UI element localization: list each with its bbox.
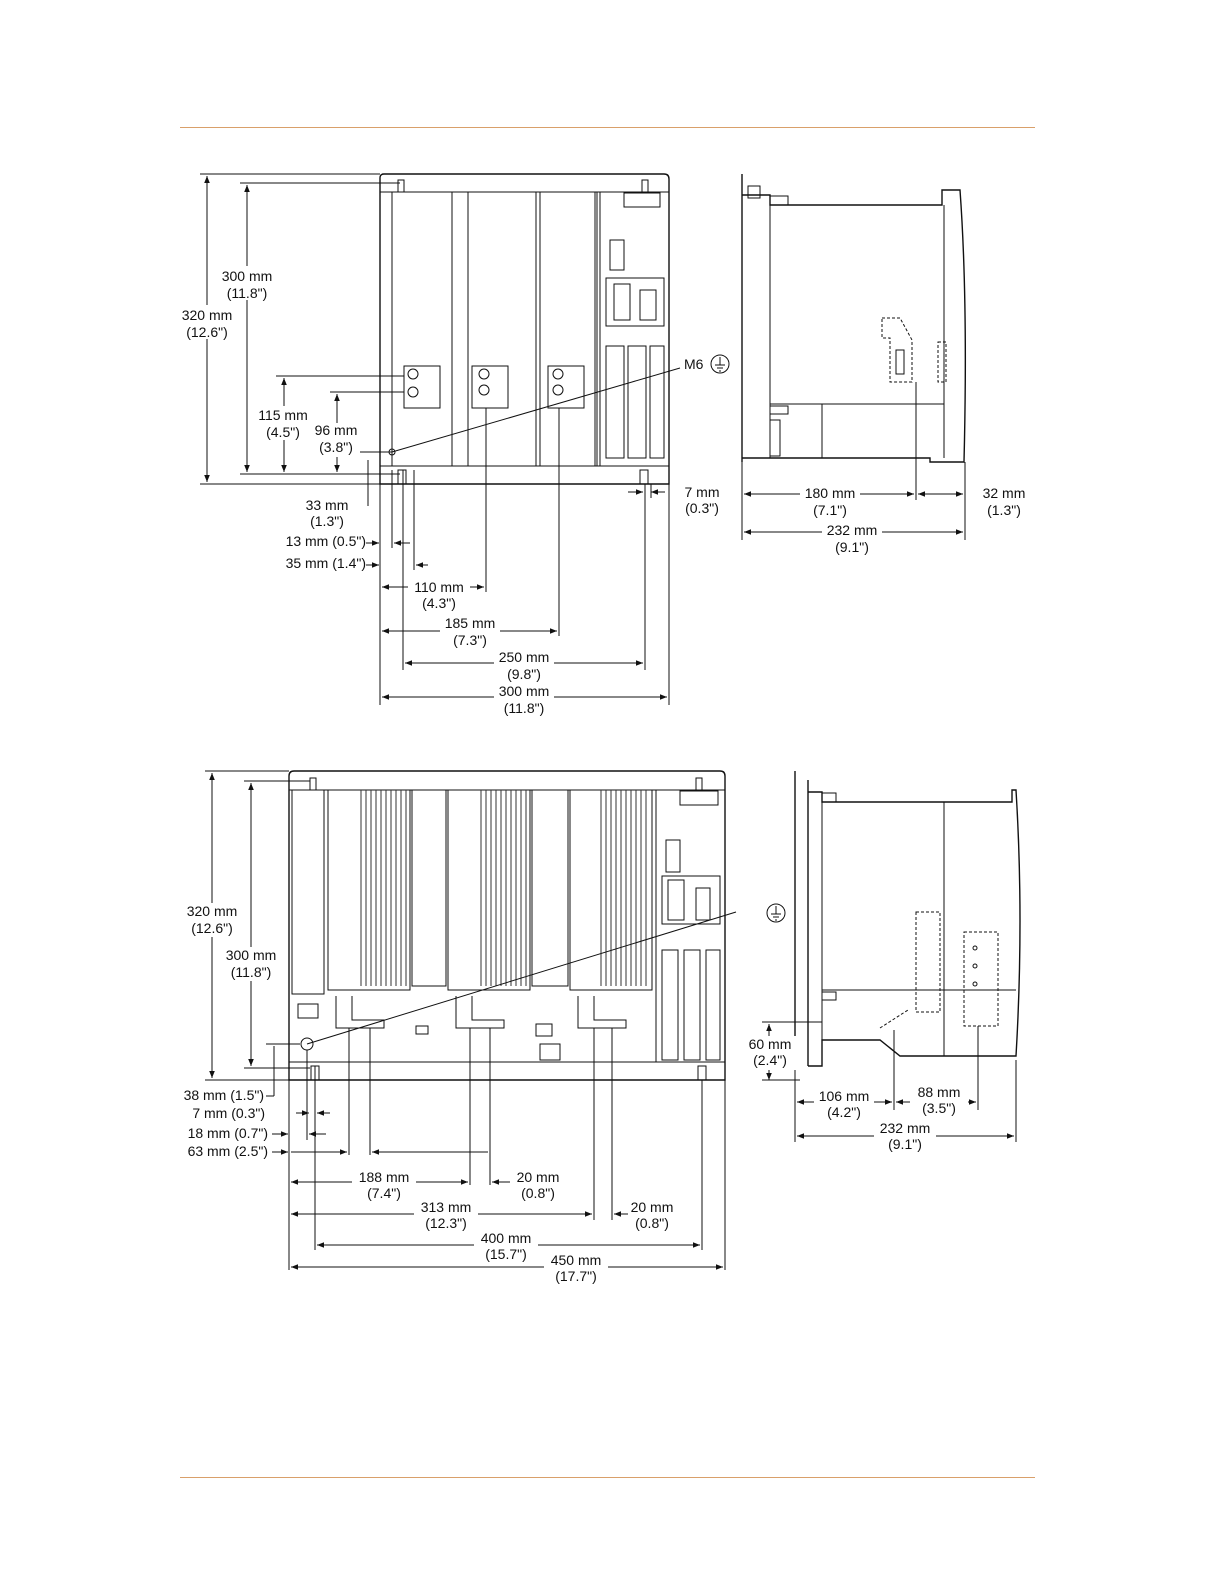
dim-20a-in: (0.8") — [521, 1185, 555, 1201]
dim-188-in: (7.4") — [367, 1185, 401, 1201]
dim-450-in: (17.7") — [555, 1268, 597, 1284]
dim-232-bottom: 232 mm — [880, 1120, 931, 1136]
dim-106-in: (4.2") — [827, 1104, 861, 1120]
header-rule — [180, 127, 1035, 128]
dim-250-in: (9.8") — [507, 666, 541, 682]
dim-300-top: 300 mm — [222, 268, 273, 284]
dim-33-in: (1.3") — [310, 513, 344, 529]
dim-313: 313 mm — [421, 1199, 472, 1215]
bottom-side-view — [794, 771, 1021, 1070]
dim-13: 13 mm (0.5") — [286, 533, 366, 549]
dim-180-in: (7.1") — [813, 502, 847, 518]
dim-110: 110 mm — [414, 579, 464, 595]
dim-96-in: (3.8") — [319, 439, 353, 455]
dim-7-top: 7 mm — [685, 484, 720, 500]
dim-320-top: 320 mm — [182, 307, 233, 323]
dim-450: 450 mm — [551, 1252, 602, 1268]
bottom-side-dimensions: 60 mm (2.4") 106 mm (4.2") 88 mm (3.5") … — [744, 1021, 1017, 1154]
dim-7-top-in: (0.3") — [685, 500, 719, 516]
dim-300-bottom-in: (11.8") — [231, 964, 272, 980]
dim-232-top: 232 mm — [827, 522, 878, 538]
dim-320-bottom-in: (12.6") — [191, 920, 233, 936]
ground-icon — [710, 354, 730, 374]
dim-88: 88 mm — [918, 1084, 961, 1100]
dim-33: 33 mm — [306, 497, 349, 513]
ground-icon — [766, 903, 786, 923]
dim-188: 188 mm — [359, 1169, 410, 1185]
dim-115-in: (4.5") — [266, 424, 300, 440]
dim-20b: 20 mm — [631, 1199, 674, 1215]
dim-63: 63 mm (2.5") — [188, 1143, 268, 1159]
top-front-view — [379, 173, 681, 485]
footer-rule — [180, 1477, 1035, 1478]
dim-232-top-in: (9.1") — [835, 539, 869, 555]
bottom-front-view — [288, 770, 786, 1081]
dim-106: 106 mm — [819, 1088, 870, 1104]
dim-18: 18 mm (0.7") — [188, 1125, 268, 1141]
dim-20b-in: (0.8") — [635, 1215, 669, 1231]
dim-115: 115 mm — [258, 407, 308, 423]
dim-300-width: 300 mm — [499, 683, 550, 699]
dim-400: 400 mm — [481, 1230, 532, 1246]
dim-185: 185 mm — [445, 615, 496, 631]
dim-32-in: (1.3") — [987, 502, 1021, 518]
dim-185-in: (7.3") — [453, 632, 487, 648]
dim-88-in: (3.5") — [922, 1100, 956, 1116]
dim-232-bottom-in: (9.1") — [888, 1136, 922, 1152]
dim-32: 32 mm — [983, 485, 1026, 501]
dim-300-top-in: (11.8") — [227, 285, 268, 301]
bottom-front-dimensions: 320 mm (12.6") 300 mm (11.8") 38 mm (1.5… — [182, 770, 726, 1286]
dim-38: 38 mm (1.5") — [184, 1087, 264, 1103]
dim-313-in: (12.3") — [425, 1215, 467, 1231]
dim-250: 250 mm — [499, 649, 550, 665]
ground-label-m6: M6 — [684, 356, 704, 372]
dim-180: 180 mm — [805, 485, 856, 501]
dim-7-bottom: 7 mm (0.3") — [192, 1105, 265, 1121]
dim-20a: 20 mm — [517, 1169, 560, 1185]
dim-300-width-in: (11.8") — [504, 700, 545, 716]
dim-320-bottom: 320 mm — [187, 903, 238, 919]
dim-60-in: (2.4") — [753, 1052, 787, 1068]
top-side-dimensions: 180 mm (7.1") 32 mm (1.3") 232 mm (9.1") — [741, 382, 1026, 556]
top-front-dimensions: 320 mm (12.6") 300 mm (11.8") 115 mm (4.… — [178, 173, 730, 718]
top-side-view — [741, 174, 967, 463]
dim-300-bottom: 300 mm — [226, 947, 277, 963]
dim-400-in: (15.7") — [485, 1246, 527, 1262]
dim-60: 60 mm — [749, 1036, 792, 1052]
dim-110-in: (4.3") — [422, 595, 456, 611]
dim-96: 96 mm — [315, 422, 358, 438]
dim-35: 35 mm (1.4") — [286, 555, 366, 571]
dim-320-top-in: (12.6") — [186, 324, 228, 340]
